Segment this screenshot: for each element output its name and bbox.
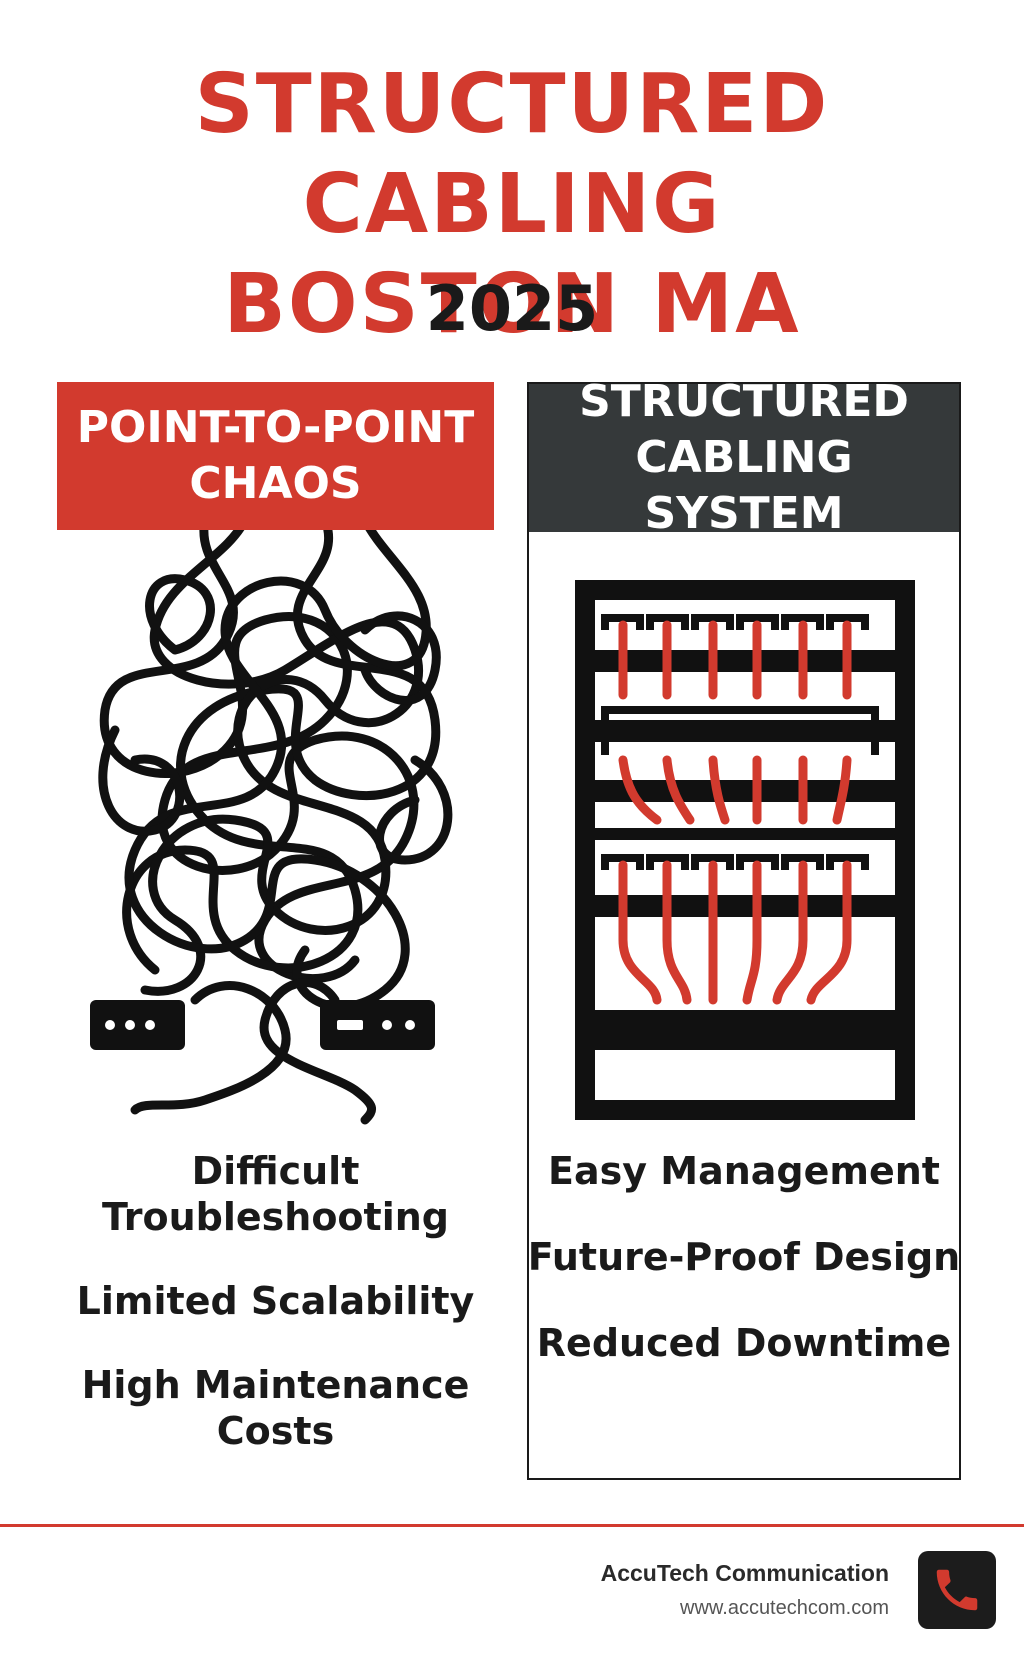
structured-cabling-panel: STRUCTURED CABLING SYSTEM [527,376,961,1480]
company-info: AccuTech Communication www.accutechcom.c… [601,1560,889,1620]
drawback-item: Difficult Troubleshooting [102,1149,449,1239]
page-title: STRUCTURED CABLING BOSTON MA [0,55,1024,355]
phone-icon[interactable] [918,1551,996,1629]
drawback-item: High Maintenance Costs [81,1363,470,1453]
benefit-item: Easy Management [548,1149,940,1193]
structured-cabling-header: STRUCTURED CABLING SYSTEM [529,376,959,539]
company-website[interactable]: www.accutechcom.com [680,1597,889,1619]
benefit-item: Future-Proof Design [527,1235,961,1279]
company-name: AccuTech Communication [600,1560,889,1586]
point-to-point-header-line-1: POINT-TO-POINT [76,402,475,453]
drawback-item: Limited Scalability [76,1279,475,1323]
structured-cabling-header-line-2: CABLING SYSTEM [635,432,853,539]
title-line-2: BOSTON MA [223,257,801,352]
structured-cabling-benefits: Easy Management Future-Proof Design Redu… [527,1148,961,1406]
point-to-point-panel: POINT-TO-POINT CHAOS [57,382,494,530]
year-label: 2025 [425,272,599,345]
benefit-item: Reduced Downtime [536,1321,952,1365]
footer-divider [0,1524,1024,1527]
point-to-point-header: POINT-TO-POINT CHAOS [57,382,494,530]
patch-panel-rack-illustration [575,580,915,1120]
left-device [90,1000,185,1050]
tangled-cables-illustration [90,530,453,1125]
right-device [320,1000,435,1050]
point-to-point-header-line-2: CHAOS [189,458,362,509]
structured-cabling-header-line-1: STRUCTURED [579,376,909,427]
title-line-1: STRUCTURED CABLING [194,57,830,252]
point-to-point-drawbacks: Difficult Troubleshooting Limited Scalab… [57,1148,494,1492]
